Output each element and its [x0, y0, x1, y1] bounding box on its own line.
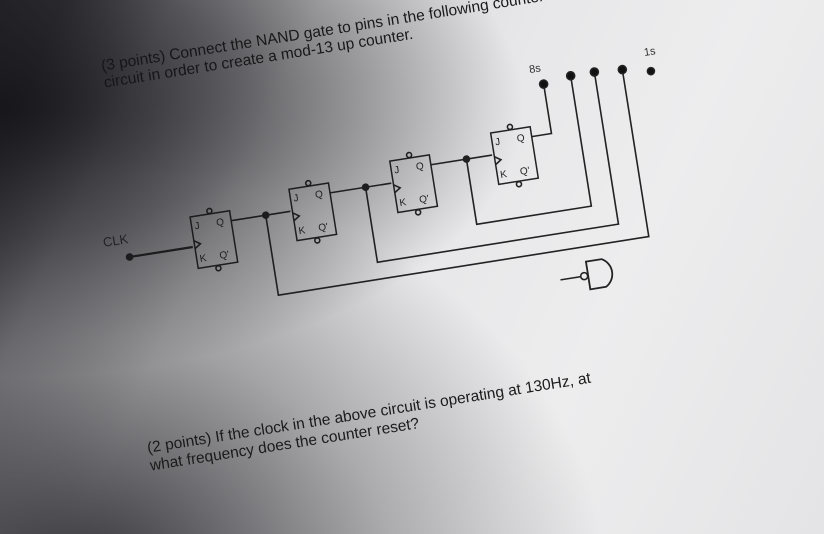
- ff3-k: K: [399, 197, 408, 209]
- flip-flop-1: J Q K Q': [189, 207, 239, 272]
- ff4-q: Q: [516, 133, 526, 145]
- ff3-qbar: Q': [418, 194, 429, 206]
- pin-1s[interactable]: [617, 64, 628, 75]
- ff1-j: J: [194, 221, 201, 233]
- ff2-j: J: [293, 193, 300, 205]
- flip-flop-4: J Q K Q': [489, 123, 540, 188]
- pin-extra[interactable]: [646, 66, 656, 76]
- pin-8s[interactable]: [538, 79, 549, 89]
- ff2-k: K: [298, 225, 307, 237]
- ff1-qbar: Q': [219, 249, 230, 261]
- ff1-k: K: [199, 253, 208, 265]
- ff3-q: Q: [415, 161, 425, 173]
- ff2-qbar: Q': [318, 222, 329, 234]
- nand-gate: [560, 258, 614, 291]
- ff1-q: Q: [216, 217, 226, 229]
- ff4-qbar: Q': [519, 165, 530, 177]
- label-8s: 8s: [528, 62, 542, 76]
- pin-2s[interactable]: [589, 67, 600, 77]
- pin-4s[interactable]: [565, 70, 576, 81]
- ff4-k: K: [500, 169, 509, 181]
- flip-flop-3: J Q K Q': [388, 151, 439, 216]
- ff4-j: J: [494, 137, 501, 149]
- ff2-q: Q: [314, 189, 324, 201]
- ff3-j: J: [394, 165, 401, 177]
- clk-label: CLK: [102, 231, 130, 250]
- label-1s: 1s: [643, 45, 657, 59]
- flip-flop-2: J Q K Q': [288, 179, 338, 244]
